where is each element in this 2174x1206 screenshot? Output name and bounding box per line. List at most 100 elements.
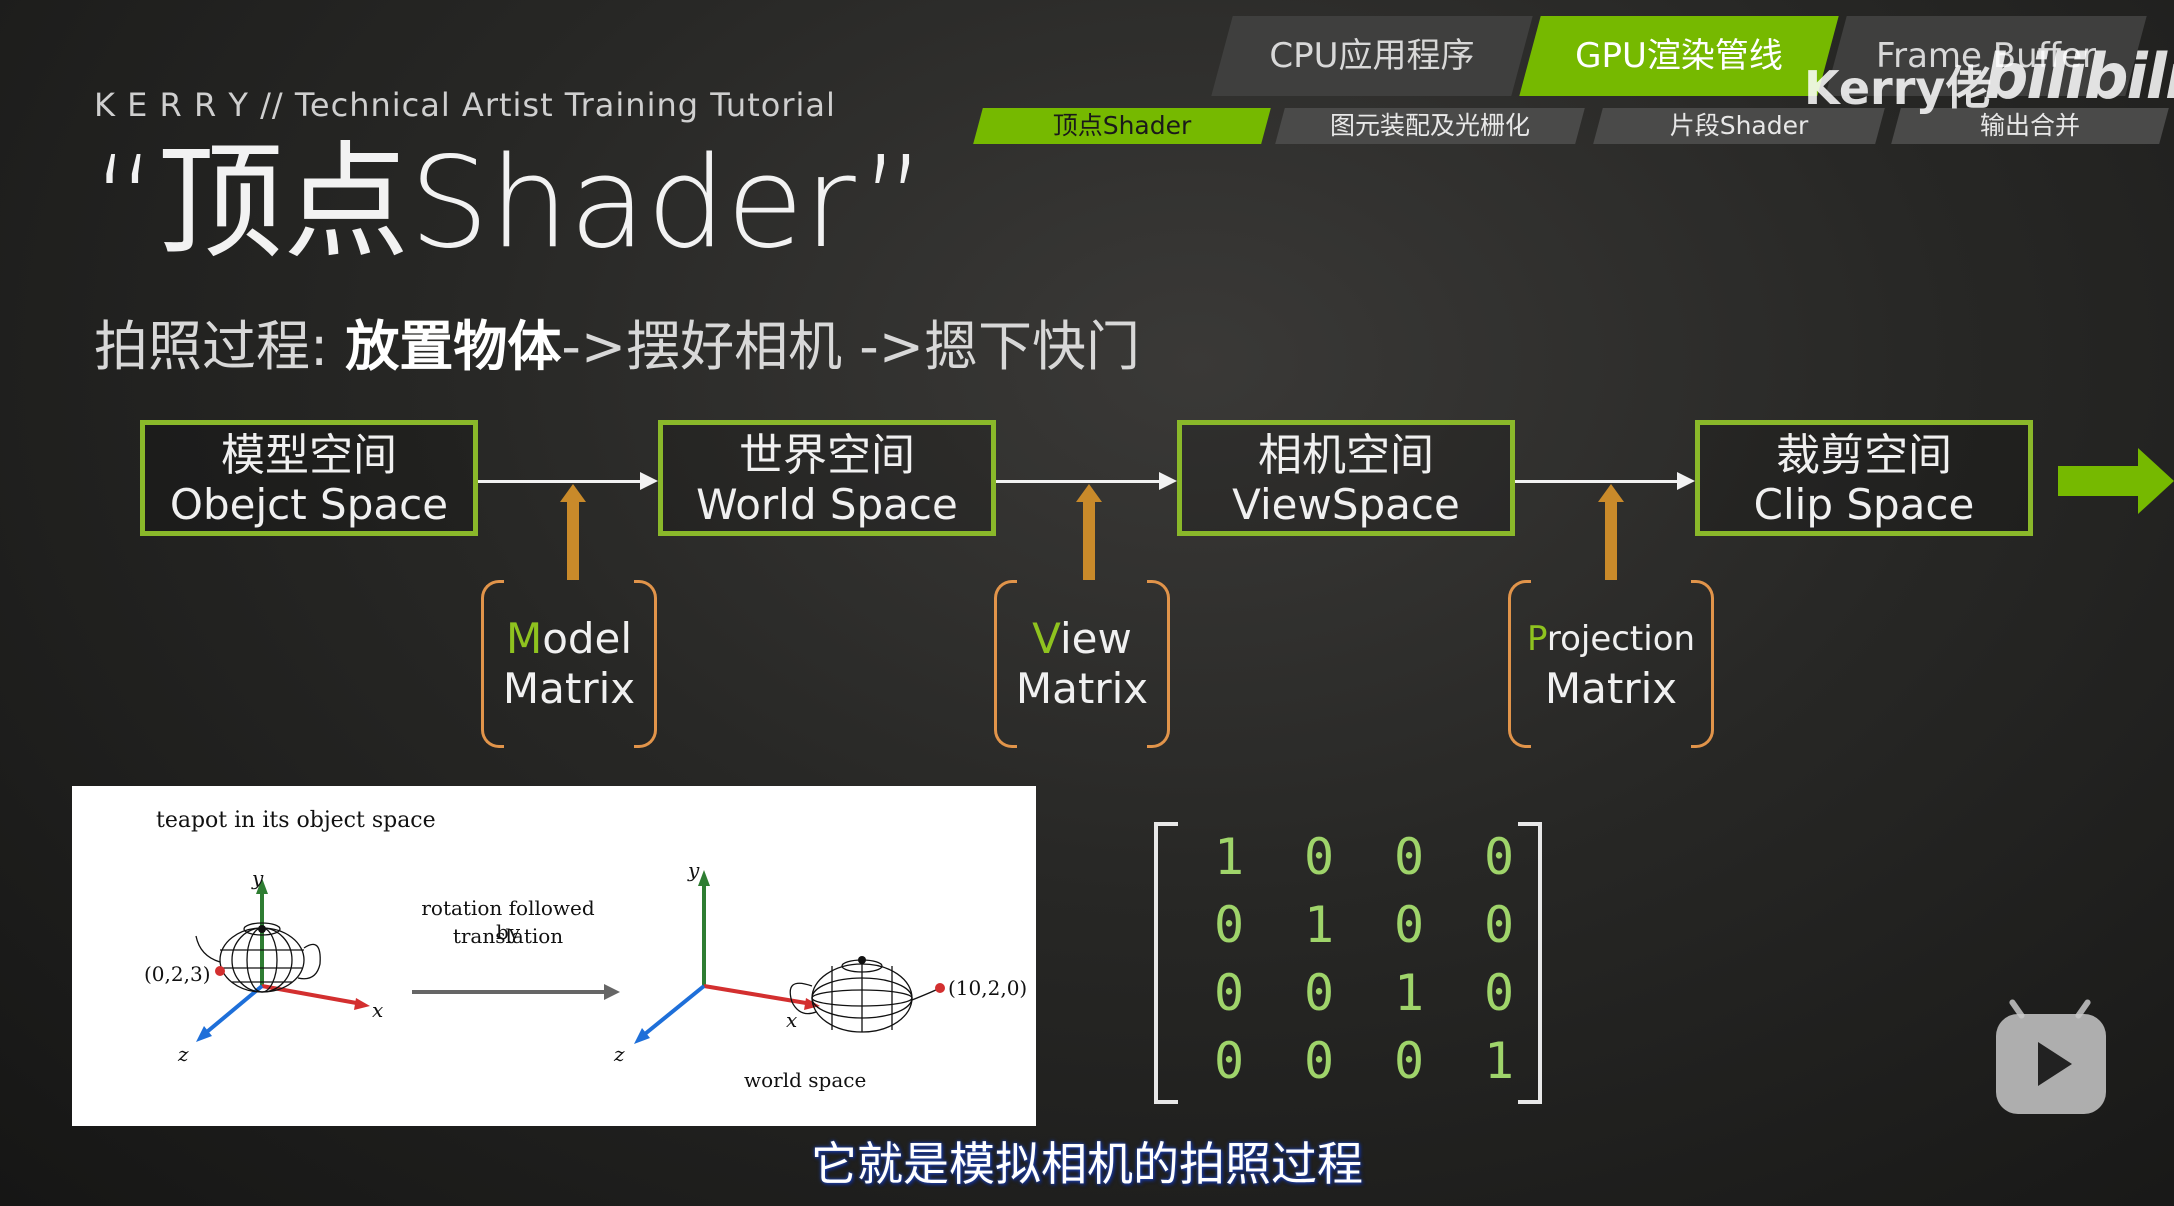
tab-label: CPU应用程序 [1269,36,1475,76]
point-object: (0,2,3) [144,962,211,986]
process-rest: ->摆好相机 ->摁下快门 [561,315,1140,378]
space-en: World Space [696,480,958,529]
matrix-cell: 0 [1214,964,1245,1022]
subtab-label: 顶点Shader [1052,111,1192,140]
play-antenna-left [2008,998,2026,1020]
matrix-initial: P [1526,619,1547,659]
next-arrow-icon [2138,448,2174,514]
up-arrow-shaft [567,500,579,580]
play-icon [2038,1042,2072,1086]
bracket-left [994,580,1017,748]
matrix-cell: 1 [1304,896,1335,954]
axis-z-right: z [614,1042,625,1066]
bracket-left [481,580,504,748]
figure-caption-bottom: world space [744,1068,867,1092]
axis-y-left: y [252,866,264,890]
bracket-right [634,580,657,748]
tab-cpu-application[interactable]: CPU应用程序 [1211,16,1533,96]
up-arrow-icon [560,484,586,502]
connector-line [996,480,1159,483]
projection-matrix-label: Projection Matrix [1508,580,1714,748]
matrix-second: Matrix [1015,664,1149,713]
matrix-rest: rojection [1546,619,1696,659]
process-bold: 放置物体 [345,315,562,378]
world-space-box: 世界空间 World Space [658,420,996,536]
teapot-diagram [195,870,945,1044]
matrix-cell: 0 [1484,896,1515,954]
transform-text-1: rotation followed by [421,896,595,944]
matrix-cell: 1 [1484,1032,1515,1090]
space-zh: 世界空间 [739,430,915,481]
subtab-label: 图元装配及光栅化 [1329,111,1530,140]
axis-x-right: x [786,1008,798,1032]
up-arrow-shaft [1605,500,1617,580]
point-world: (10,2,0) [948,976,1028,1000]
view-matrix-label: View Matrix [994,580,1170,748]
matrix-cell: 0 [1304,1032,1335,1090]
view-space-box: 相机空间 ViewSpace [1177,420,1515,536]
space-zh: 模型空间 [221,430,397,481]
object-space-box: 模型空间 Obejct Space [140,420,478,536]
axis-z-left: z [178,1042,189,1066]
matrix-cell: 0 [1214,896,1245,954]
teapot-right [789,959,941,1033]
matrix-bracket-right [1518,822,1542,1104]
watermark-author: Kerry佬 [1804,61,1992,115]
matrix-rest: odel [542,614,633,663]
matrix-rest: iew [1059,614,1132,663]
figure-caption-top: teapot in its object space [156,808,436,833]
clip-space-box: 裁剪空间 Clip Space [1695,420,2033,536]
play-button[interactable] [1996,998,2106,1114]
model-matrix-label: Model Matrix [481,580,657,748]
matrix-cell: 0 [1214,1032,1245,1090]
matrix-cell: 0 [1484,828,1515,886]
matrix-cell: 0 [1394,1032,1425,1090]
bracket-left [1508,580,1531,748]
matrix-cell: 1 [1214,828,1245,886]
space-zh: 裁剪空间 [1776,430,1952,481]
space-en: Obejct Space [169,480,449,529]
teapot-left [195,922,321,993]
brand-line: K E R R Y // Technical Artist Training T… [94,86,836,124]
matrix-cell: 0 [1304,964,1335,1022]
tab-gpu-pipeline[interactable]: GPU渲染管线 [1519,16,1839,96]
matrix-second: Matrix [502,664,636,713]
process-line: 拍照过程: 放置物体->摆好相机 ->摁下快门 [94,302,1140,381]
axis-y-right: y [688,858,700,882]
transform-text-2: translation [452,924,564,948]
arrow-right-icon [1159,472,1177,490]
subtab-vertex-shader[interactable]: 顶点Shader [973,108,1271,144]
connector-line [1515,480,1677,483]
up-arrow-icon [1598,484,1624,502]
page-title: “顶点Shader” [92,129,927,276]
matrix-cell: 0 [1394,896,1425,954]
matrix-initial: V [1032,614,1060,663]
arrow-right-icon [640,472,658,490]
tab-label: GPU渲染管线 [1575,36,1783,76]
space-en: ViewSpace [1232,480,1460,529]
space-en: Clip Space [1753,480,1975,529]
up-arrow-icon [1076,484,1102,502]
matrix-bracket-left [1154,822,1178,1104]
next-arrow-shaft [2058,466,2140,496]
process-prefix: 拍照过程: [94,315,346,378]
matrix-cell: 0 [1484,964,1515,1022]
arrow-right-icon [1677,472,1695,490]
space-zh: 相机空间 [1258,430,1434,481]
up-arrow-shaft [1083,500,1095,580]
connector-line [478,480,640,483]
matrix-initial: M [505,614,543,663]
bracket-right [1691,580,1714,748]
play-antenna-right [2074,998,2092,1020]
bracket-right [1147,580,1170,748]
axis-x-left: x [372,998,384,1022]
teapot-figure: teapot in its object space [72,786,1036,1126]
matrix-cell: 0 [1304,828,1335,886]
bilibili-logo: bilibili [1984,40,2174,113]
matrix-cell: 1 [1394,964,1425,1022]
video-subtitle: 它就是模拟相机的拍照过程 [811,1137,1363,1191]
matrix-cell: 0 [1394,828,1425,886]
subtab-primitive-raster[interactable]: 图元装配及光栅化 [1275,108,1585,144]
matrix-second: Matrix [1544,664,1678,713]
